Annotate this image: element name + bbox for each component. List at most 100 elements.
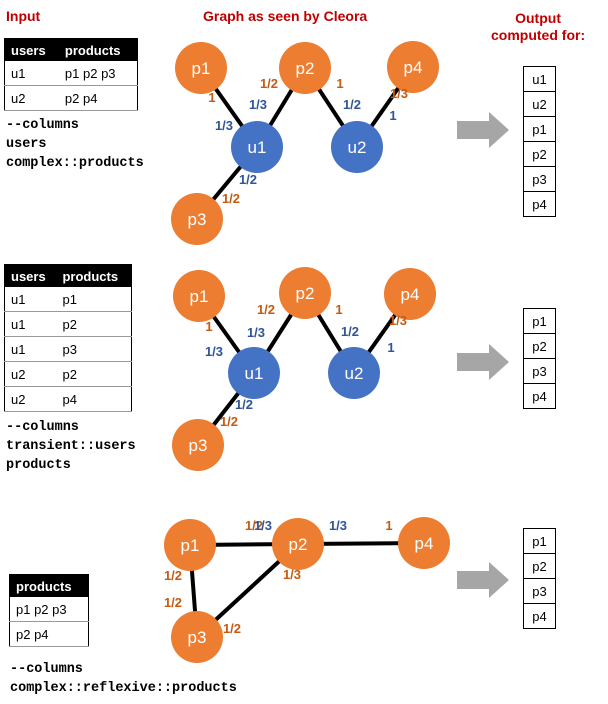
node-label: u2 [345, 364, 364, 383]
graph-node-p4: p4 [398, 517, 450, 569]
output-cell: p1 [523, 116, 556, 142]
table-cell: p1 [56, 287, 132, 312]
node-label: p1 [181, 536, 200, 555]
node-circle [175, 42, 227, 94]
arrow-right-icon [457, 344, 509, 380]
column-header: users [4, 38, 59, 61]
node-circle [328, 347, 380, 399]
cli-line: complex::reflexive::products [10, 681, 237, 696]
node-label: p4 [415, 534, 434, 553]
table-cell: u2 [4, 85, 59, 111]
table-cell: u1 [4, 336, 57, 362]
cli-command-3: --columns complex::reflexive::products [10, 660, 237, 698]
edge-weight-label: 1/3 [249, 97, 267, 112]
column-header: products [58, 38, 138, 61]
edge-weight-label: 1/3 [329, 518, 347, 533]
node-circle [384, 268, 436, 320]
input-table-3: products p1 p2 p3 p2 p4 [9, 574, 89, 647]
graph-node-u2: u2 [328, 347, 380, 399]
table-cell: u1 [4, 311, 57, 337]
output-header-line1: Output [515, 10, 561, 26]
graph-node-u2: u2 [331, 121, 383, 173]
node-circle [387, 41, 439, 93]
node-circle [398, 517, 450, 569]
node-circle [279, 267, 331, 319]
edge-weight-label: 1 [335, 302, 342, 317]
graph-node-p1: p1 [164, 519, 216, 571]
edge-weight-label: 1/3 [247, 325, 265, 340]
edge-weight-label: 1/2 [164, 595, 182, 610]
node-circle [171, 193, 223, 245]
table-cell: p3 [56, 336, 132, 362]
output-cell: p2 [523, 553, 556, 579]
graph-header: Graph as seen by Cleora [203, 8, 368, 24]
cli-line: products [6, 458, 71, 473]
table-cell: p2 p4 [58, 85, 138, 111]
output-header-line2: computed for: [491, 27, 586, 43]
output-cell: p4 [523, 603, 556, 629]
node-label: u1 [245, 364, 264, 383]
edge-weight-label: 1/2 [220, 414, 238, 429]
node-label: p3 [188, 628, 207, 647]
graph-node-p4: p4 [387, 41, 439, 93]
edge-weight-label: 1/2 [239, 172, 257, 187]
node-label: p3 [189, 436, 208, 455]
node-label: p4 [401, 285, 420, 304]
input-header: Input [6, 8, 41, 24]
edge-weight-label: 1/2 [222, 191, 240, 206]
cli-line: complex::products [6, 156, 144, 171]
node-label: u1 [248, 138, 267, 157]
table-cell: p2 p4 [9, 621, 89, 647]
edge-weight-label: 1/2 [341, 324, 359, 339]
node-label: p2 [296, 59, 315, 78]
node-circle [279, 42, 331, 94]
table-cell: p2 [56, 311, 132, 337]
column-header: users [4, 264, 57, 287]
edge-weight-label: 1 [389, 108, 396, 123]
edge-weight-label: 1/2 [235, 397, 253, 412]
edge-weight-label: 1/2 [260, 76, 278, 91]
arrow-right-icon [457, 112, 509, 148]
node-circle [331, 121, 383, 173]
graph-node-p3: p3 [172, 419, 224, 471]
edge-weight-label: 1/3 [283, 567, 301, 582]
graph-node-p4: p4 [384, 268, 436, 320]
output-cell: p3 [523, 358, 556, 384]
table-cell: p1 p2 p3 [58, 61, 138, 86]
table-cell: p4 [56, 386, 132, 412]
node-label: p2 [289, 535, 308, 554]
graph-node-p3: p3 [171, 193, 223, 245]
cli-line: --columns [6, 420, 79, 435]
edge-weight-label: 1/3 [215, 118, 233, 133]
graph-node-p3: p3 [171, 611, 223, 663]
graph-node-p1: p1 [175, 42, 227, 94]
graph-node-p2: p2 [272, 518, 324, 570]
table-cell: p2 [56, 361, 132, 387]
node-circle [272, 518, 324, 570]
edge-weight-label: 1 [208, 90, 215, 105]
column-header: products [56, 264, 132, 287]
output-cell: p1 [523, 308, 556, 334]
output-cell: p4 [523, 191, 556, 217]
edge-weight-label: 1/3 [205, 344, 223, 359]
graph-node-p2: p2 [279, 42, 331, 94]
node-label: p3 [188, 210, 207, 229]
table-cell: u1 [4, 61, 59, 86]
edge-weight-label: 1/3 [254, 518, 272, 533]
node-label: u2 [348, 138, 367, 157]
table-cell: p1 p2 p3 [9, 597, 89, 622]
node-label: p1 [192, 59, 211, 78]
edge-weight-label: 1/3 [389, 313, 407, 328]
cli-line: --columns [6, 118, 79, 133]
node-circle [228, 347, 280, 399]
table-cell: u1 [4, 287, 57, 312]
output-table-3: p1 p2 p3 p4 [523, 528, 556, 629]
edge-weight-label: 1 [336, 76, 343, 91]
edge-weight-label: 1 [205, 319, 212, 334]
edge-weight-label: 1/3 [390, 86, 408, 101]
graph-node-p1: p1 [173, 270, 225, 322]
node-circle [164, 519, 216, 571]
